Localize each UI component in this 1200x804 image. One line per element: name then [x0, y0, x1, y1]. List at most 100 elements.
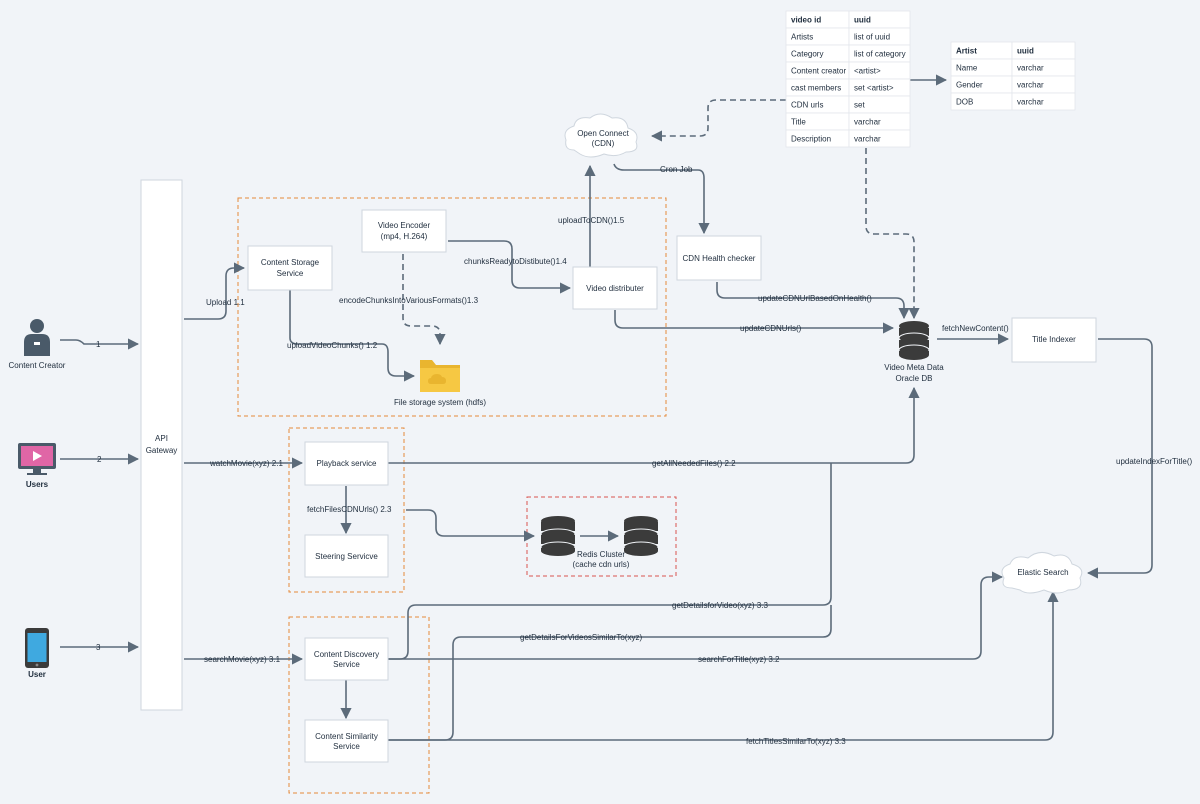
- edge-watch-movie-label: watchMovie(xyz) 2.1: [209, 459, 283, 468]
- edge-1-label: 1: [96, 340, 101, 349]
- artist-table-header: uuid: [1017, 47, 1034, 56]
- edge-update-health: [716, 282, 910, 320]
- video-table-value: set <artist>: [854, 84, 894, 93]
- edge-update-health-label: updateCDNUrlBasedOnHealth(): [758, 294, 872, 303]
- edge-get-details-label: getDetailsforVideo(xyz) 3.3: [672, 601, 768, 610]
- video-table-value: Content creator: [791, 67, 846, 76]
- edge-update-cdn-urls: [614, 310, 895, 334]
- edge-2-label: 2: [97, 455, 102, 464]
- discovery-line1: Content Discovery: [314, 650, 379, 659]
- cdn-health-checker: [676, 235, 762, 281]
- database-icon: [623, 516, 659, 556]
- edge-fetch-titles-similar-label: fetchTitlesSimilarTo(xyz) 3.3: [746, 737, 846, 746]
- meta-db-line2: Oracle DB: [896, 374, 933, 383]
- edge-chunks-ready: [448, 240, 572, 294]
- edge-cron-job: [613, 163, 710, 235]
- similarity-line2: Service: [333, 742, 360, 751]
- open-connect-line1: Open Connect: [577, 129, 629, 138]
- artist-table-value: varchar: [1017, 81, 1044, 90]
- meta-db-line1: Video Meta Data: [884, 363, 944, 372]
- edge-get-all-files-label: getAllNeededFiles() 2.2: [652, 459, 736, 468]
- content-storage-line2: Service: [277, 269, 304, 278]
- edge-get-all-files: [388, 386, 920, 464]
- edge-upload-cdn-label: uploadToCDN()1.5: [558, 216, 625, 225]
- edge-to-redis: [406, 509, 536, 542]
- edge-search-movie-label: searchMovie(xyz) 3.1: [204, 655, 281, 664]
- video-table-value: cast members: [791, 84, 841, 93]
- database-icon: [540, 516, 576, 556]
- video-table-value: varchar: [854, 118, 881, 127]
- video-table-value: Title: [791, 118, 806, 127]
- edge-upload-label: Upload 1.1: [206, 298, 245, 307]
- edge-cron-job-label: Cron Job: [660, 165, 693, 174]
- tv-icon: [18, 443, 56, 475]
- video-encoder-line1: Video Encoder: [378, 221, 431, 230]
- edge-fetch-new-content-label: fetchNewContent(): [942, 324, 1009, 333]
- title-indexer: [1011, 317, 1097, 363]
- open-connect-line2: (CDN): [592, 139, 615, 148]
- content-storage-line1: Content Storage: [261, 258, 320, 267]
- content-discovery-service: [304, 637, 389, 681]
- edge-search-title: [388, 571, 1004, 660]
- artist-table-value: Name: [956, 64, 978, 73]
- edge-3-label: 3: [96, 643, 101, 652]
- file-storage-label: File storage system (hdfs): [394, 398, 486, 407]
- api-gateway-line2: Gateway: [146, 446, 178, 455]
- users-label: Users: [26, 480, 49, 489]
- edge-upload-chunks: [289, 290, 416, 382]
- video-encoder-line2: (mp4, H.264): [381, 232, 428, 241]
- artist-table-cell: [1011, 92, 1076, 111]
- artist-table-value: varchar: [1017, 64, 1044, 73]
- steering-label: Steering Servicve: [315, 552, 378, 561]
- content-creator-label: Content Creator: [9, 361, 66, 370]
- folder-icon: [420, 360, 460, 392]
- video-table-value: <artist>: [854, 67, 881, 76]
- api-gateway: [140, 179, 183, 711]
- edge-table-to-cdn: [650, 99, 786, 142]
- video-table-value: varchar: [854, 135, 881, 144]
- edge-get-details-similar-label: getDetailsForVideosSimilarTo(xyz): [520, 633, 642, 642]
- title-indexer-label: Title Indexer: [1032, 335, 1076, 344]
- phone-icon: [25, 628, 49, 668]
- edge-fetch-files-cdn-label: fetchFilesCDNUrls() 2.3: [307, 505, 392, 514]
- video-table-header: uuid: [854, 16, 871, 25]
- cloud-icon: [564, 113, 638, 158]
- upload-group-boundary: [237, 197, 667, 417]
- playback-group-boundary: [288, 427, 405, 593]
- video-table-value: list of category: [854, 50, 906, 59]
- edge-update-index: [1086, 338, 1153, 579]
- video-table-header: video id: [791, 16, 821, 25]
- redis-line2: (cache cdn urls): [573, 560, 630, 569]
- redis-line1: Redis Cluster: [577, 550, 625, 559]
- artist-table-value: varchar: [1017, 98, 1044, 107]
- edge-1: [60, 338, 140, 350]
- database-icon: [898, 321, 930, 360]
- video-table-value: set: [854, 101, 865, 110]
- edge-search-title-label: searchForTitle(xyz) 3.2: [698, 655, 780, 664]
- edge-table-to-db: [865, 148, 920, 320]
- cdn-health-label: CDN Health checker: [683, 254, 756, 263]
- discovery-line2: Service: [333, 660, 360, 669]
- steering-service: [304, 534, 389, 578]
- cloud-icon: [1001, 552, 1083, 594]
- search-group-boundary: [288, 616, 430, 794]
- video-distributer-label: Video distributer: [586, 284, 644, 293]
- elastic-label: Elastic Search: [1017, 568, 1068, 577]
- video-table-value: Description: [791, 135, 831, 144]
- artist-table-value: Gender: [956, 81, 983, 90]
- edge-fetch-titles-similar: [388, 590, 1059, 741]
- video-distributer: [572, 266, 658, 310]
- similarity-line1: Content Similarity: [315, 732, 378, 741]
- playback-label: Playback service: [316, 459, 377, 468]
- artist-table-header: Artist: [956, 47, 977, 56]
- video-table-value: CDN urls: [791, 101, 823, 110]
- video-table-value: Artists: [791, 33, 813, 42]
- edge-get-details-similar: [388, 605, 832, 741]
- edge-upload: [184, 262, 246, 320]
- video-table-value: Category: [791, 50, 823, 59]
- edge-chunks-ready-label: chunksReadytoDistibute()1.4: [464, 257, 567, 266]
- video-table-cell: [848, 129, 911, 148]
